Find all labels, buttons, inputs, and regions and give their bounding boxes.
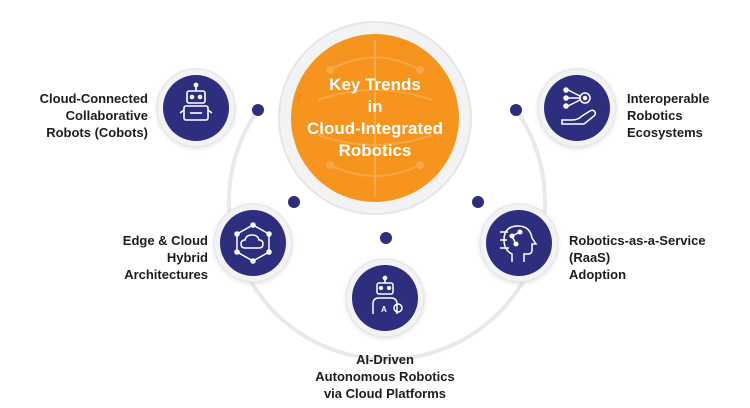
label-cobots: Cloud-Connected Collaborative Robots (Co…	[20, 90, 148, 141]
label-line: via Cloud Platforms	[323, 386, 447, 401]
robot-head-circuit-icon	[500, 225, 538, 262]
connector-dots	[252, 104, 522, 244]
label-line: Cloud-Connected	[39, 91, 148, 106]
label-line: Robots (Cobots)	[46, 125, 148, 140]
node-interop	[537, 68, 617, 148]
ai-robot-icon	[372, 275, 403, 314]
label-ai: AI-Driven Autonomous Robotics via Cloud …	[300, 351, 470, 402]
label-line: Edge & Cloud	[122, 233, 208, 248]
center-title-line: Cloud-Integrated	[307, 119, 443, 138]
label-line: Architectures	[124, 267, 208, 282]
label-interop: Interoperable Robotics Ecosystems	[627, 90, 737, 141]
label-line: Robotics-as-a-Service	[569, 233, 706, 248]
node-edge	[213, 203, 293, 283]
center-title-line: Robotics	[338, 141, 412, 160]
label-line: Ecosystems	[627, 125, 703, 140]
label-line: Adoption	[569, 267, 627, 282]
node-cobots	[156, 68, 236, 148]
label-line: Collaborative	[65, 108, 148, 123]
label-line: Autonomous Robotics	[315, 369, 455, 384]
center-circle	[278, 21, 472, 215]
label-line: AI-Driven	[356, 352, 414, 367]
label-raas: Robotics-as-a-Service (RaaS) Adoption	[569, 232, 719, 283]
label-line: (RaaS)	[569, 250, 611, 265]
label-line: Hybrid	[166, 250, 208, 265]
label-line: Interoperable	[627, 91, 710, 106]
center-title: Key Trends in Cloud-Integrated Robotics	[292, 58, 458, 178]
node-raas	[479, 203, 559, 283]
center-title-line: in	[367, 97, 383, 116]
hand-gears-network-icon	[561, 87, 597, 125]
label-line: Robotics	[627, 108, 683, 123]
center-title-line: Key Trends	[329, 75, 421, 94]
ai-icon-glyph: A	[381, 305, 387, 314]
label-edge: Edge & Cloud Hybrid Architectures	[110, 232, 208, 283]
cloud-network-icon	[234, 222, 272, 264]
robot-icon	[179, 82, 213, 121]
